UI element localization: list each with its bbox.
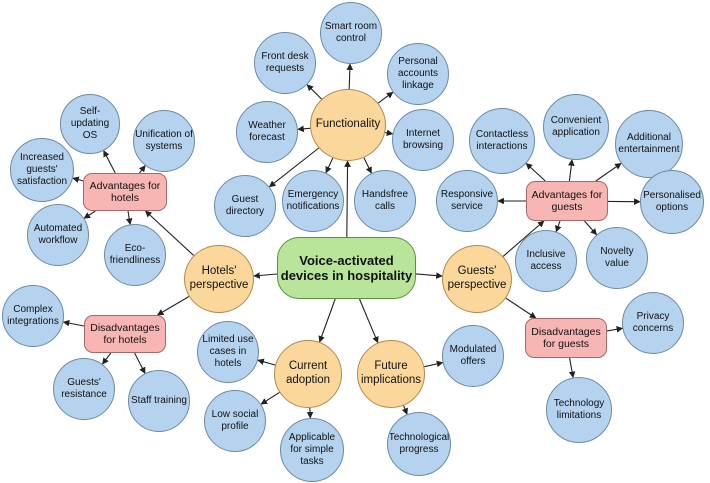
automated-workflow-node: Automated workflow bbox=[27, 204, 89, 266]
future-implications-node: Future implications bbox=[357, 340, 425, 408]
increased-guests-satisfaction-node: Increased guests' satisfaction bbox=[10, 138, 74, 202]
connector-functionality-to-weather bbox=[297, 125, 311, 133]
disadvantages-for-hotels-node: Disadvantages for hotels bbox=[84, 315, 166, 353]
connector-future_implications-to-technological_progress bbox=[401, 405, 408, 415]
smart-room-control-node: Smart room control bbox=[320, 2, 382, 64]
connector-center-to-functionality bbox=[344, 160, 351, 238]
connector-current_adoption-to-limited_use bbox=[257, 358, 276, 366]
inclusive-access-node: Inclusive access bbox=[515, 230, 577, 292]
connector-disadvantages_hotels-to-complex bbox=[62, 319, 85, 327]
staff-training-node: Staff training bbox=[128, 370, 190, 432]
connector-functionality-to-guest_directory bbox=[268, 147, 320, 188]
guests-perspective-node: Guests' perspective bbox=[442, 245, 512, 313]
connector-functionality-to-front_desk bbox=[306, 84, 322, 100]
connector-advantages_hotels-to-automated bbox=[83, 210, 96, 219]
additional-entertainment-node: Additional entertainment bbox=[615, 110, 683, 178]
contactless-interactions-node: Contactless interactions bbox=[469, 108, 535, 174]
connector-hotels_perspective-to-advantages_hotels bbox=[145, 210, 195, 256]
self-updating-os-node: Self-updating OS bbox=[60, 94, 120, 154]
guests-resistance-node: Guests' resistance bbox=[53, 358, 115, 420]
weather-forecast-node: Weather forecast bbox=[236, 101, 298, 163]
connector-functionality-to-emergency bbox=[325, 157, 334, 174]
connector-hotels_perspective-to-disadvantages_hotels bbox=[156, 296, 190, 316]
connector-advantages_hotels-to-unification bbox=[138, 165, 146, 174]
limited-use-cases-node: Limited use cases in hotels bbox=[197, 321, 259, 383]
personal-accounts-linkage-node: Personal accounts linkage bbox=[387, 43, 449, 105]
connector-functionality-to-smart_room bbox=[346, 63, 354, 90]
convenient-application-node: Convenient application bbox=[543, 94, 609, 160]
disadvantages-for-guests-node: Disadvantages for guests bbox=[525, 318, 607, 358]
connector-advantages_guests-to-novelty bbox=[584, 220, 598, 236]
connector-functionality-to-personal_accounts bbox=[377, 91, 394, 104]
current-adoption-node: Current adoption bbox=[274, 340, 342, 408]
connector-disadvantages_hotels-to-staff_training bbox=[134, 352, 146, 374]
connector-advantages_guests-to-additional bbox=[595, 162, 622, 182]
novelty-value-node: Novelty value bbox=[586, 227, 648, 289]
applicable-for-simple-tasks-node: Applicable for simple tasks bbox=[280, 418, 344, 482]
connector-functionality-to-internet bbox=[385, 129, 394, 136]
front-desk-requests-node: Front desk requests bbox=[254, 32, 316, 94]
connector-functionality-to-handsfree bbox=[363, 157, 372, 174]
complex-integrations-node: Complex integrations bbox=[2, 285, 64, 347]
connector-current_adoption-to-applicable bbox=[306, 407, 314, 419]
connector-center-to-future_implications bbox=[358, 298, 379, 344]
connector-future_implications-to-modulated bbox=[424, 360, 444, 368]
modulated-offers-node: Modulated offers bbox=[442, 325, 504, 387]
connector-advantages_hotels-to-increased_satisfaction bbox=[72, 176, 84, 183]
connector-advantages_guests-to-inclusive bbox=[555, 220, 562, 233]
privacy-concerns-node: Privacy concerns bbox=[622, 292, 684, 354]
central-topic-node: Voice-activated devices in hospitality bbox=[277, 237, 416, 299]
connector-disadvantages_guests-to-privacy bbox=[606, 326, 624, 333]
connector-center-to-guests_perspective bbox=[415, 272, 443, 279]
unification-of-systems-node: Unification of systems bbox=[133, 110, 195, 172]
eco-friendliness-node: Eco- friendliness bbox=[104, 224, 166, 286]
responsive-service-node: Responsive service bbox=[436, 170, 498, 232]
connector-disadvantages_guests-to-technology_limitations bbox=[568, 357, 576, 379]
connector-guests_perspective-to-disadvantages_guests bbox=[505, 297, 537, 319]
connector-center-to-hotels_perspective bbox=[253, 272, 278, 279]
advantages-for-guests-node: Advantages for guests bbox=[526, 181, 608, 221]
technological-progress-node: Technological progress bbox=[387, 412, 451, 476]
advantages-for-hotels-node: Advantages for hotels bbox=[83, 173, 167, 211]
internet-browsing-node: Internet browsing bbox=[392, 109, 454, 171]
connector-advantages_hotels-to-eco bbox=[125, 210, 133, 226]
connector-disadvantages_hotels-to-resistance bbox=[102, 352, 112, 365]
connector-advantages_guests-to-convenient bbox=[568, 159, 575, 182]
connector-center-to-current_adoption bbox=[318, 298, 336, 343]
low-social-profile-node: Low social profile bbox=[204, 390, 266, 452]
connector-advantages_hotels-to-self_updating bbox=[103, 150, 116, 174]
personalised-options-node: Personalised options bbox=[640, 170, 704, 234]
handsfree-calls-node: Handsfree calls bbox=[354, 170, 416, 232]
guest-directory-node: Guest directory bbox=[214, 175, 276, 237]
emergency-notifications-node: Emergency notifications bbox=[282, 170, 344, 232]
connector-current_adoption-to-low_social bbox=[260, 391, 280, 405]
functionality-node: Functionality bbox=[310, 89, 386, 161]
hotels-perspective-node: Hotels' perspective bbox=[184, 245, 254, 313]
connector-advantages_guests-to-contactless bbox=[525, 162, 546, 182]
technology-limitations-node: Technology limitations bbox=[546, 377, 612, 443]
